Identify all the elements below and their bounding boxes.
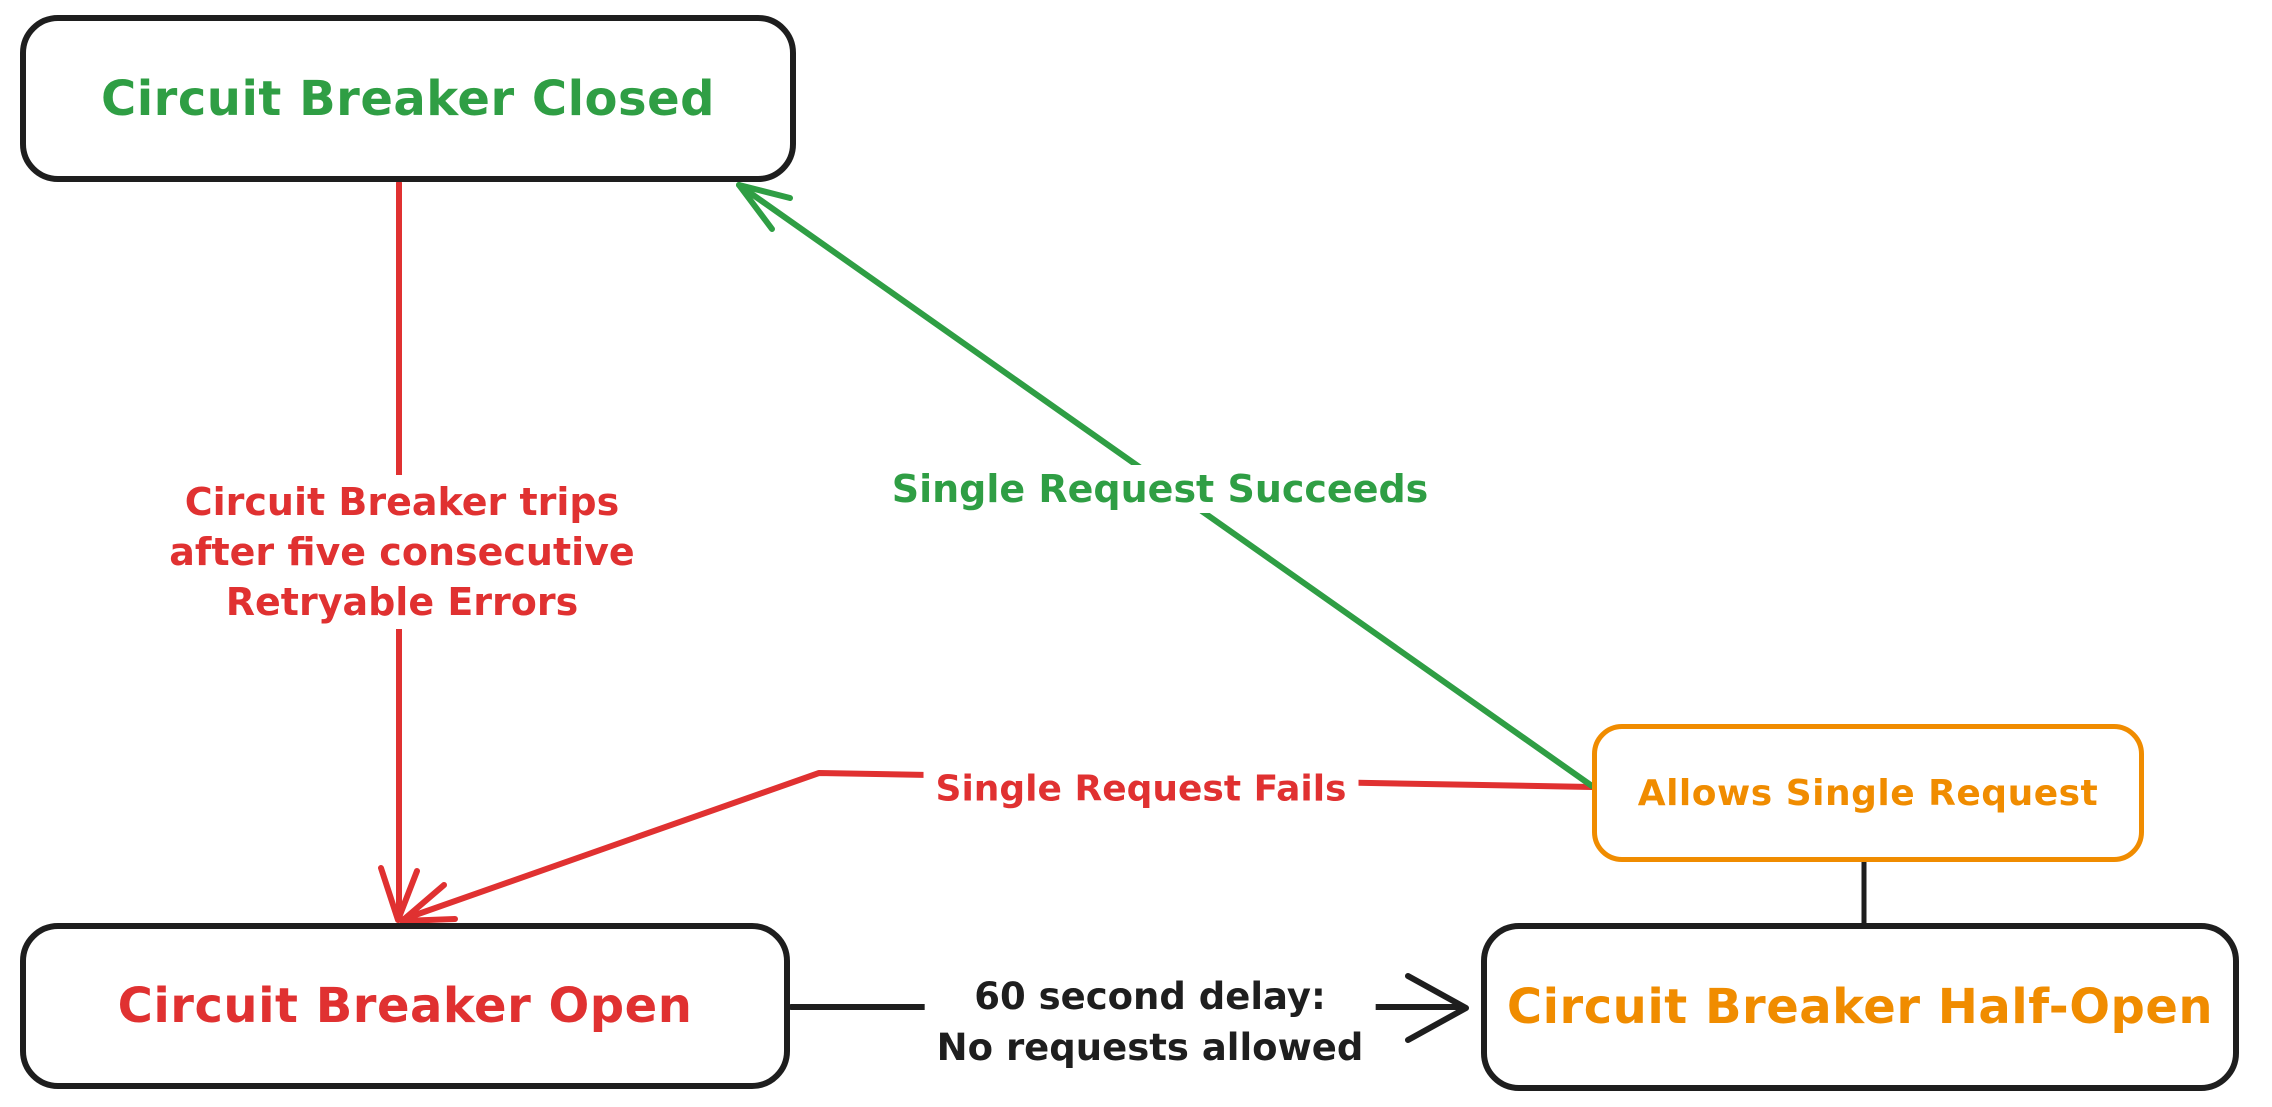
node-circuit-breaker-closed: Circuit Breaker Closed bbox=[20, 15, 796, 182]
node-circuit-breaker-open: Circuit Breaker Open bbox=[20, 923, 790, 1089]
edge-label-delay-line-2: No requests allowed bbox=[936, 1026, 1364, 1069]
edge-label-trip-line-2: after five consecutive bbox=[169, 530, 635, 574]
edge-label-trip-line-3: Retryable Errors bbox=[225, 580, 579, 624]
node-allows-single-request: Allows Single Request bbox=[1592, 724, 2144, 862]
edge-label-trip-line-1: Circuit Breaker trips bbox=[184, 480, 620, 524]
edge-label-succeeds: Single Request Succeeds bbox=[879, 465, 1441, 513]
edge-trip-arrowhead bbox=[378, 865, 420, 923]
node-circuit-breaker-open-label: Circuit Breaker Open bbox=[117, 978, 693, 1034]
edge-label-fails: Single Request Fails bbox=[923, 766, 1359, 812]
node-circuit-breaker-closed-label: Circuit Breaker Closed bbox=[101, 70, 715, 127]
node-circuit-breaker-half-open: Circuit Breaker Half-Open bbox=[1481, 923, 2239, 1091]
edge-label-delay: 60 second delay: No requests allowed bbox=[924, 969, 1376, 1075]
edge-label-delay-line-1: 60 second delay: bbox=[974, 975, 1326, 1018]
edge-succeeds-arrowhead bbox=[736, 182, 793, 232]
node-circuit-breaker-half-open-label: Circuit Breaker Half-Open bbox=[1506, 979, 2214, 1035]
edge-fails-arrowhead bbox=[399, 882, 458, 924]
edge-label-trip: Circuit Breaker trips after five consecu… bbox=[157, 475, 647, 629]
node-allows-single-request-label: Allows Single Request bbox=[1637, 772, 2099, 814]
edge-delay-arrowhead bbox=[1405, 973, 1469, 1043]
